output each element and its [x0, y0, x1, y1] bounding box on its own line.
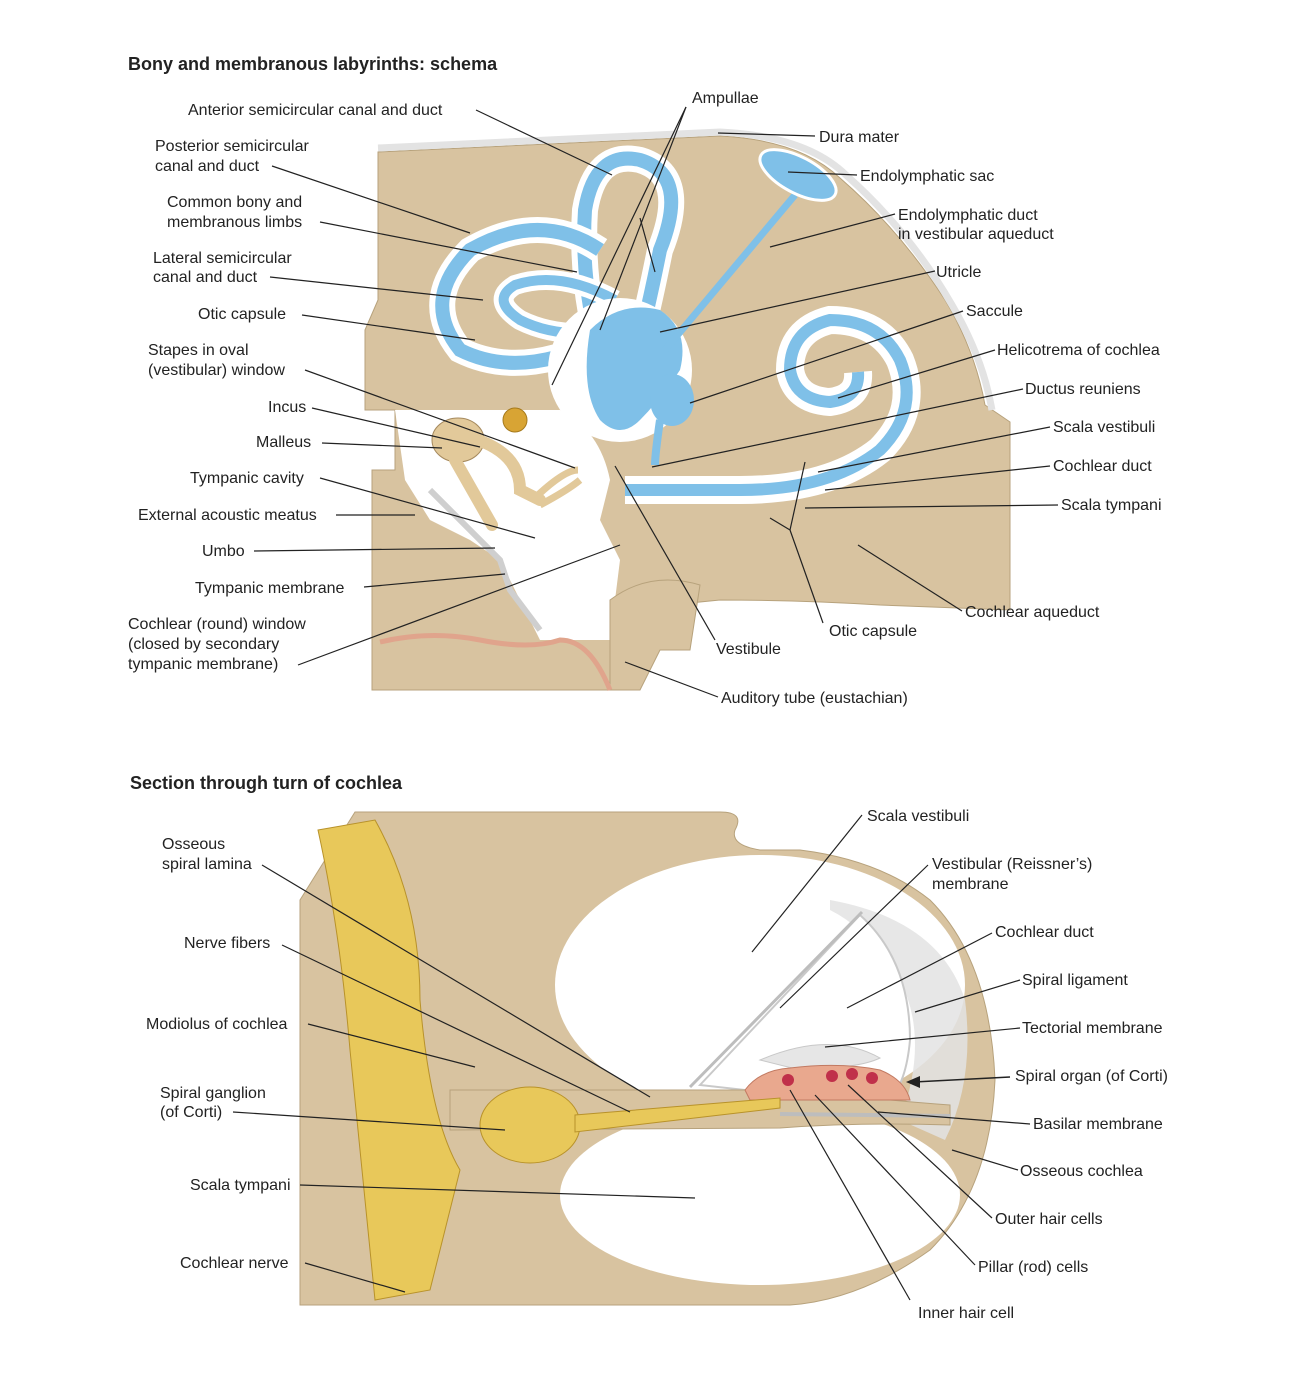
label-saccule: Saccule — [966, 303, 1023, 320]
label-otic-capsule-bottom: Otic capsule — [829, 623, 917, 640]
outer-hair-cell-3 — [866, 1072, 878, 1084]
cochlea-spiral — [625, 305, 921, 504]
spiral-ligament — [830, 900, 968, 1140]
label-osseous-lamina-2: spiral lamina — [162, 856, 252, 873]
label-outer-hair-cells: Outer hair cells — [995, 1211, 1103, 1228]
label-cochlear-aqueduct: Cochlear aqueduct — [965, 604, 1100, 621]
label-common-limbs-1: Common bony and — [167, 194, 302, 211]
label-spiral-organ: Spiral organ (of Corti) — [1015, 1068, 1168, 1085]
facial-nerve — [502, 407, 528, 433]
label-cochlear-duct-bottom: Cochlear duct — [995, 924, 1094, 941]
label-ampullae: Ampullae — [692, 90, 759, 107]
label-basilar-membrane: Basilar membrane — [1033, 1116, 1163, 1133]
label-stapes-1: Stapes in oval — [148, 342, 249, 359]
tympanic-cavity — [395, 410, 620, 640]
label-endolymphatic-duct-2: in vestibular aqueduct — [898, 226, 1054, 243]
label-osseous-lamina-1: Osseous — [162, 836, 225, 853]
spiral-organ-arrowhead — [906, 1076, 920, 1088]
malleus-handle — [449, 454, 498, 531]
spiral-organ-arrow — [913, 1076, 1011, 1083]
labyrinth-title: Bony and membranous labyrinths: schema — [128, 54, 498, 74]
label-stapes-2: (vestibular) window — [148, 362, 285, 379]
label-tympanic-membrane: Tympanic membrane — [195, 580, 344, 597]
stapes — [535, 466, 583, 509]
label-otic-capsule-left: Otic capsule — [198, 306, 286, 323]
utricle — [586, 307, 683, 430]
label-common-limbs-2: membranous limbs — [167, 214, 302, 231]
label-osseous-cochlea: Osseous cochlea — [1020, 1163, 1143, 1180]
label-posterior-canal-1: Posterior semicircular — [155, 138, 309, 155]
label-lateral-canal-2: canal and duct — [153, 269, 258, 286]
label-round-window-1: Cochlear (round) window — [128, 616, 306, 633]
label-round-window-3: tympanic membrane) — [128, 656, 278, 673]
label-tympanic-cavity: Tympanic cavity — [190, 470, 304, 487]
reissners-membrane — [688, 910, 864, 1089]
label-cochlear-duct-top: Cochlear duct — [1053, 458, 1152, 475]
label-external-meatus: External acoustic meatus — [138, 507, 317, 524]
posterior-duct — [435, 223, 604, 370]
label-scala-tympani-bottom: Scala tympani — [190, 1177, 291, 1194]
ductus-reuniens — [651, 419, 664, 466]
outer-hair-cell-1 — [826, 1070, 838, 1082]
cochlea-section-title: Section through turn of cochlea — [130, 773, 403, 793]
label-cochlear-nerve: Cochlear nerve — [180, 1255, 289, 1272]
tympanic-membrane-shape — [427, 487, 543, 632]
nerve-fibers — [574, 1097, 781, 1133]
labyrinth-panel: Bony and membranous labyrinths: schema — [128, 54, 1162, 707]
scala-tympani-space — [560, 1105, 960, 1285]
label-vestibule: Vestibule — [716, 641, 781, 658]
petrous-bone-lower — [609, 579, 701, 691]
label-posterior-canal-2: canal and duct — [155, 158, 260, 175]
label-pillar-cells: Pillar (rod) cells — [978, 1259, 1088, 1276]
labyrinth-leaders — [253, 106, 1059, 698]
mucosa-lining — [379, 632, 613, 691]
label-spiral-ligament: Spiral ligament — [1022, 972, 1128, 989]
label-incus: Incus — [268, 399, 306, 416]
dura-mater — [377, 128, 996, 411]
label-inner-hair-cell: Inner hair cell — [918, 1305, 1014, 1322]
cochlear-duct-membranous — [625, 313, 913, 496]
label-anterior-canal: Anterior semicircular canal and duct — [188, 102, 443, 119]
label-tectorial-membrane: Tectorial membrane — [1022, 1020, 1163, 1037]
label-round-window-2: (closed by secondary — [128, 636, 279, 653]
label-utricle: Utricle — [936, 264, 981, 281]
label-scala-vestibuli-bottom: Scala vestibuli — [867, 808, 969, 825]
label-scala-vestibuli-top: Scala vestibuli — [1053, 419, 1155, 436]
cochlea-section-panel: Section through turn of cochlea — [130, 773, 1168, 1322]
saccule — [650, 374, 694, 426]
endolymphatic-sac — [758, 148, 838, 202]
label-helicotrema: Helicotrema of cochlea — [997, 342, 1160, 359]
label-endolymphatic-sac: Endolymphatic sac — [860, 168, 994, 185]
label-ductus-reuniens: Ductus reuniens — [1025, 381, 1141, 398]
label-endolymphatic-duct-1: Endolymphatic duct — [898, 207, 1038, 224]
label-lateral-canal-1: Lateral semicircular — [153, 250, 292, 267]
label-spiral-ganglion-1: Spiral ganglion — [160, 1085, 266, 1102]
label-modiolus: Modiolus of cochlea — [146, 1016, 288, 1033]
label-malleus: Malleus — [256, 434, 311, 451]
label-scala-tympani-top: Scala tympani — [1061, 497, 1162, 514]
label-auditory-tube: Auditory tube (eustachian) — [721, 690, 908, 707]
label-dura-mater: Dura mater — [819, 129, 900, 146]
inner-hair-cell — [782, 1074, 794, 1086]
outer-hair-cell-2 — [846, 1068, 858, 1080]
label-nerve-fibers: Nerve fibers — [184, 935, 270, 952]
label-spiral-ganglion-2: (of Corti) — [160, 1104, 222, 1121]
cochlea-leaders — [232, 814, 1031, 1301]
incus — [472, 434, 546, 506]
label-umbo: Umbo — [202, 543, 245, 560]
endolymphatic-duct — [662, 192, 798, 353]
anterior-duct — [577, 151, 679, 373]
spiral-ganglion — [479, 1086, 581, 1164]
cochlear-nerve-trunk — [317, 819, 461, 1301]
label-reissner-2: membrane — [932, 876, 1009, 893]
label-reissner-1: Vestibular (Reissner’s) — [932, 856, 1092, 873]
